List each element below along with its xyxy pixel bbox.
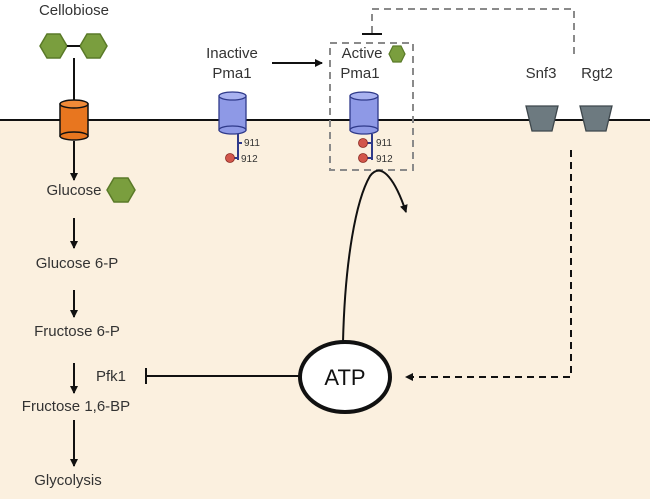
- atp-to-pma1-arrow: [342, 169, 408, 343]
- glucose-label: Glucose: [46, 182, 101, 199]
- glucose-icon: [106, 177, 136, 203]
- cellobiose-label: Cellobiose: [39, 2, 109, 19]
- pfk1-label: Pfk1: [96, 368, 126, 385]
- cellobiose-transporter: [59, 99, 89, 141]
- active-glucose-icon: [388, 45, 406, 63]
- active-site-912-label: 912: [376, 154, 393, 165]
- snf3-label: Snf3: [526, 65, 557, 82]
- fructose-16bp-label: Fructose 1,6-BP: [22, 398, 130, 415]
- fructose-6p-label: Fructose 6-P: [34, 323, 120, 340]
- inactive-site-911-label: 911: [244, 138, 260, 149]
- snf3-sensor: [525, 105, 559, 132]
- atp-label: ATP: [324, 365, 365, 390]
- atp-node: [298, 340, 392, 414]
- inactive-site-912-label: 912: [241, 154, 258, 165]
- active-pma1-protein: [349, 91, 379, 163]
- cytoplasm-region: [0, 120, 650, 499]
- inactive-label: Inactive: [206, 45, 258, 62]
- inactive-pma1-protein: [218, 91, 247, 163]
- inactive-pma1-label: Pma1: [212, 65, 251, 82]
- active-pma1-box: [329, 42, 414, 171]
- atp-inhibits-pfk1: [145, 368, 300, 384]
- active-label: Active: [342, 45, 383, 62]
- sensors-to-atp-arrow: [405, 150, 572, 381]
- rgt2-sensor: [579, 105, 613, 132]
- rgt2-label: Rgt2: [581, 65, 613, 82]
- cellobiose-icon: [39, 33, 108, 59]
- rgt2-inhibits-pma1: [362, 8, 575, 54]
- glycolysis-label: Glycolysis: [34, 472, 102, 489]
- glucose-6p-label: Glucose 6-P: [36, 255, 119, 272]
- active-site-911-label: 911: [376, 138, 392, 149]
- active-pma1-label: Pma1: [340, 65, 379, 82]
